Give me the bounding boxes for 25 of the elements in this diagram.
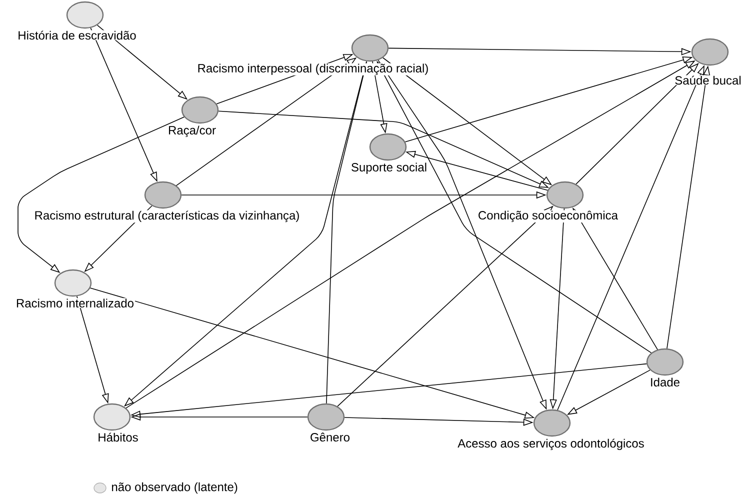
node-label: Racismo estrutural (características da vizinhança) xyxy=(33,210,301,223)
variable-ellipse xyxy=(351,34,389,62)
variable-ellipse xyxy=(181,96,219,124)
node-label: Gênero xyxy=(309,432,352,442)
variable-ellipse xyxy=(691,38,729,66)
variable-ellipse xyxy=(533,409,571,437)
variable-ellipse xyxy=(369,133,407,161)
node-label: Idade xyxy=(648,377,682,387)
node-label: Racismo interpessoal (discriminação racial) xyxy=(196,63,430,76)
node-label: História de escravidão xyxy=(16,30,138,40)
variable-ellipse xyxy=(66,1,104,29)
node-label: Raça/cor xyxy=(167,125,218,138)
variable-ellipse xyxy=(646,348,684,376)
node-label: Suporte social xyxy=(350,162,428,174)
variable-ellipse xyxy=(546,181,584,209)
node-label: Racismo internalizado xyxy=(14,298,136,308)
variable-ellipse xyxy=(93,403,131,431)
node-label: Hábitos xyxy=(96,432,140,442)
variable-ellipse xyxy=(144,181,182,209)
legend-text: não observado (latente) xyxy=(112,482,238,494)
node-label: Condição socioeconômica xyxy=(476,210,620,222)
node-label: Saúde bucal xyxy=(674,75,742,86)
variable-ellipse xyxy=(307,403,345,431)
variable-ellipse xyxy=(54,269,92,297)
node-label: Acesso aos serviços odontológicos xyxy=(456,438,646,451)
